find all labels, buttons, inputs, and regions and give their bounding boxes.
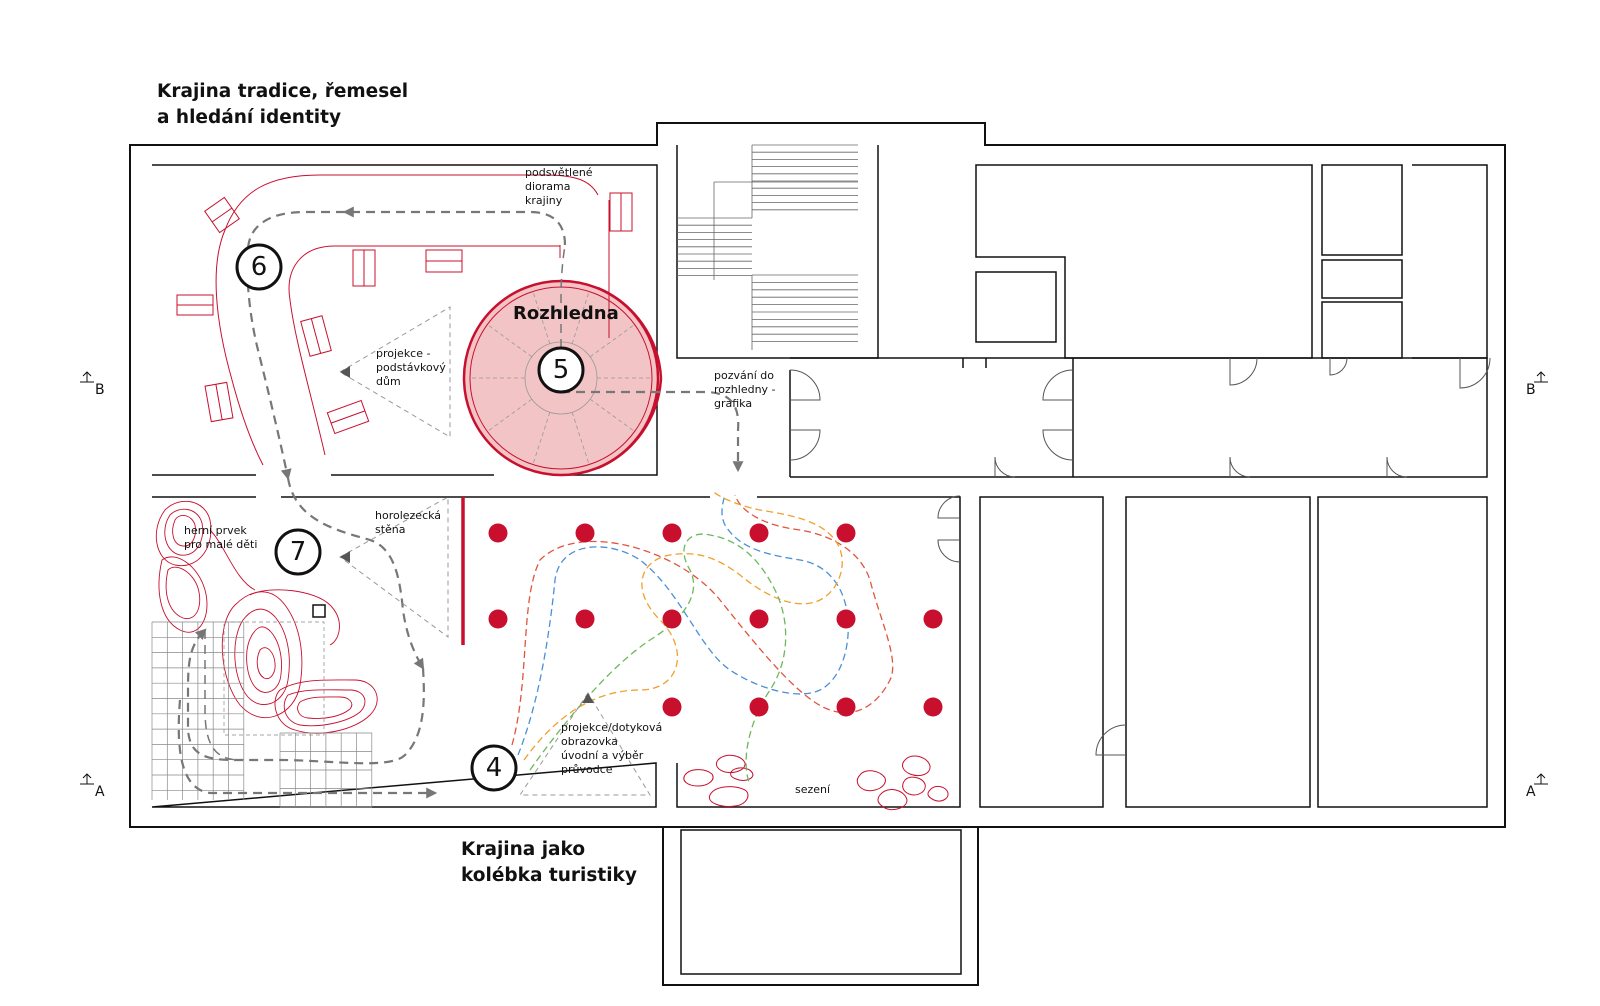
rozhledna-title: Rozhledna	[513, 303, 619, 324]
label-line: herní prvek	[184, 524, 247, 537]
play-marker-square	[312, 604, 326, 618]
label-pozvani: pozvání do rozhledny - grafika	[714, 369, 776, 411]
exhibit-tables	[176, 192, 633, 435]
tower-spoke	[589, 324, 635, 358]
pillar-dot	[662, 697, 682, 717]
building-outline	[129, 122, 1506, 986]
play-grid	[151, 621, 373, 808]
label-line: projekce/dotyková	[561, 721, 663, 734]
label-sezeni: sezení	[795, 783, 831, 796]
pillar-dot	[836, 523, 856, 543]
pillar-dot	[662, 609, 682, 629]
label-diorama: podsvětlené diorama krajiny	[525, 166, 593, 208]
label-line: stěna	[375, 523, 406, 536]
label-line: diorama	[525, 180, 571, 193]
room-ne-4	[1321, 259, 1403, 299]
label-horolezecka: horolezecká stěna	[375, 509, 441, 537]
corridor	[790, 357, 1488, 478]
pillar-dot	[662, 523, 682, 543]
tower-spoke	[589, 398, 635, 432]
heading-top-line1: Krajina tradice, řemesel	[157, 81, 409, 102]
colored-trails	[511, 489, 894, 786]
pillar-dot	[923, 697, 943, 717]
pillar-dot	[923, 609, 943, 629]
label-line: podsvětlené	[525, 166, 593, 179]
label-line: pozvání do	[714, 369, 774, 382]
label-line: obrazovka	[561, 735, 618, 748]
pillar-dot	[488, 523, 508, 543]
room-ne-5	[1321, 301, 1403, 359]
section-a-right: A	[1526, 784, 1536, 800]
label-line: grafika	[714, 397, 753, 410]
room-south-annex	[680, 829, 962, 975]
room-se-1	[979, 496, 1104, 808]
room-ne-2	[975, 271, 1057, 343]
room-ne-1	[975, 164, 1313, 359]
room-south-west	[151, 496, 961, 808]
tower-spoke	[571, 412, 590, 464]
pillar-dots	[488, 523, 943, 717]
section-b-left: B	[95, 382, 105, 398]
pillar-dot	[836, 697, 856, 717]
room-ne-3	[1321, 164, 1403, 256]
visitor-route	[177, 206, 744, 799]
label-projekce-obrazovka: projekce/dotyková obrazovka úvodní a výb…	[561, 721, 662, 777]
heading-bottom: Krajina jako kolébka turistiky	[461, 837, 637, 889]
station-6: 6	[250, 252, 268, 282]
projector-icons	[340, 366, 594, 703]
staircase-room	[676, 145, 879, 359]
room-se-2	[1125, 496, 1311, 808]
pillar-dot	[749, 523, 769, 543]
rooms	[151, 145, 1488, 975]
tower-spoke	[532, 292, 551, 344]
pillar-dot	[488, 609, 508, 629]
heading-top-line2: a hledání identity	[157, 107, 342, 128]
tower-spoke	[571, 292, 590, 344]
heading-bottom-line1: Krajina jako	[461, 839, 586, 860]
section-b-right: B	[1526, 382, 1536, 398]
seating-pebbles	[683, 754, 949, 811]
label-line: úvodní a výběr	[561, 749, 644, 762]
label-line: horolezecká	[375, 509, 442, 522]
exhibit-walls-red	[215, 174, 610, 645]
section-marks	[80, 371, 1548, 785]
station-4: 4	[485, 753, 503, 783]
tower-spoke	[487, 324, 533, 358]
tower-spoke	[532, 412, 551, 464]
pillar-dot	[836, 609, 856, 629]
pillar-dot	[575, 609, 595, 629]
label-projekce-dum: projekce - podstávkový dům	[376, 347, 446, 389]
section-a-left: A	[95, 784, 105, 800]
tower-spoke	[487, 398, 533, 432]
room-ne-6	[1412, 164, 1488, 359]
corridor-wall-a	[962, 358, 987, 368]
label-line: průvodce	[561, 763, 613, 776]
pillar-dot	[749, 697, 769, 717]
label-line: projekce -	[376, 347, 431, 360]
grid-frame	[223, 621, 325, 736]
label-line: pro malé děti	[184, 538, 258, 551]
staircase-treads	[677, 144, 858, 350]
station-circles	[235, 243, 585, 792]
projection-cones	[339, 306, 651, 796]
pillar-dot	[749, 609, 769, 629]
label-line: dům	[376, 375, 401, 388]
room-north-west	[152, 164, 658, 476]
heading-bottom-line2: kolébka turistiky	[461, 865, 637, 886]
station-7: 7	[289, 537, 307, 567]
label-line: krajiny	[525, 194, 563, 207]
label-line: podstávkový	[376, 361, 446, 374]
station-5: 5	[552, 355, 570, 385]
label-herni: herní prvek pro malé děti	[184, 524, 257, 552]
room-se-3	[1317, 496, 1488, 808]
label-line: rozhledny -	[714, 383, 776, 396]
play-element-topography	[155, 500, 378, 734]
heading-top: Krajina tradice, řemesel a hledání ident…	[157, 79, 408, 131]
doors	[789, 357, 1491, 756]
pillar-dot	[575, 523, 595, 543]
